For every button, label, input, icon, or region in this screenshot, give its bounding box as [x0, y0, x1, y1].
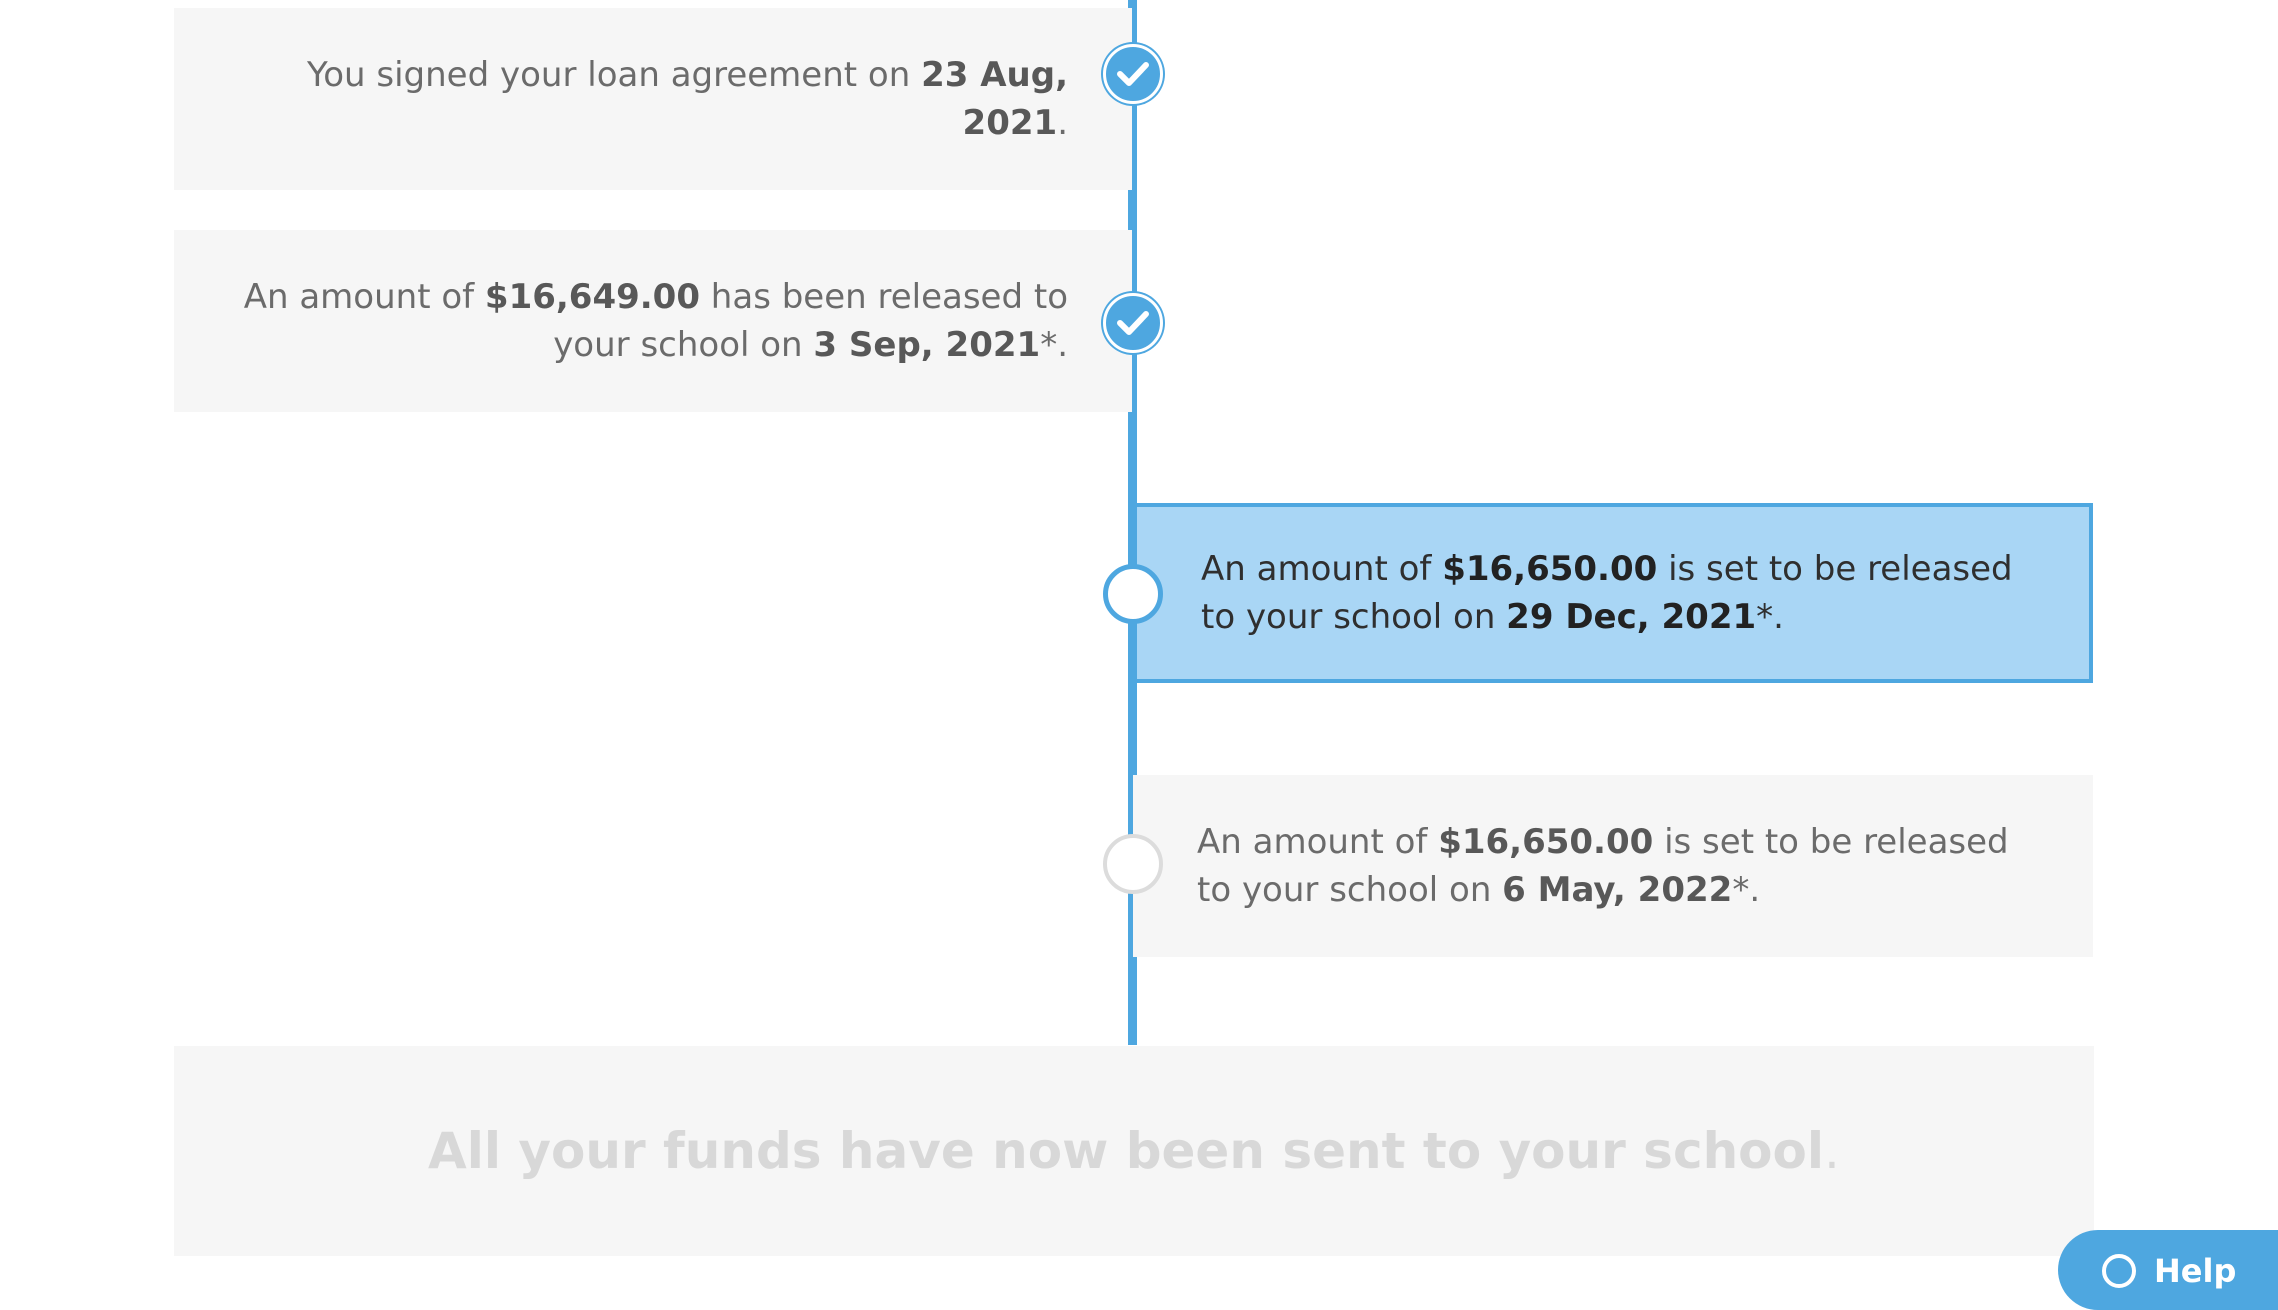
timeline-line: [1128, 0, 1137, 1045]
step-pending-marker: [1103, 834, 1163, 894]
pending-date: 6 May, 2022: [1502, 870, 1733, 910]
step-complete-marker: [1103, 293, 1163, 353]
timeline-card-text: An amount of $16,649.00 has been release…: [243, 277, 1068, 365]
timeline-card-text: An amount of $16,650.00 is set to be rel…: [1197, 822, 2009, 910]
step-complete-marker: [1103, 44, 1163, 104]
checkmark-icon: [1117, 311, 1149, 335]
step-current-marker: [1103, 564, 1163, 624]
signed-date: 23 Aug, 2021: [921, 55, 1068, 143]
timeline-card-released: An amount of $16,649.00 has been release…: [174, 230, 1132, 412]
timeline-card-current: An amount of $16,650.00 is set to be rel…: [1133, 503, 2093, 683]
help-circle-icon: [2102, 1254, 2136, 1288]
released-date: 3 Sep, 2021: [813, 325, 1041, 365]
timeline-card-signed: You signed your loan agreement on 23 Aug…: [174, 8, 1132, 190]
funds-complete-card: All your funds have now been sent to you…: [174, 1046, 2094, 1256]
pending-amount: $16,650.00: [1438, 822, 1654, 862]
checkmark-icon: [1117, 62, 1149, 86]
released-amount: $16,649.00: [484, 277, 700, 317]
scheduled-amount: $16,650.00: [1442, 549, 1658, 589]
timeline-card-text: An amount of $16,650.00 is set to be rel…: [1201, 549, 2013, 637]
help-button[interactable]: Help: [2058, 1230, 2278, 1310]
timeline-card-pending: An amount of $16,650.00 is set to be rel…: [1133, 775, 2093, 957]
funds-complete-message: All your funds have now been sent to you…: [428, 1122, 1840, 1180]
timeline-card-text: You signed your loan agreement on 23 Aug…: [306, 55, 1068, 143]
scheduled-date: 29 Dec, 2021: [1506, 597, 1757, 637]
help-button-label: Help: [2154, 1252, 2237, 1290]
